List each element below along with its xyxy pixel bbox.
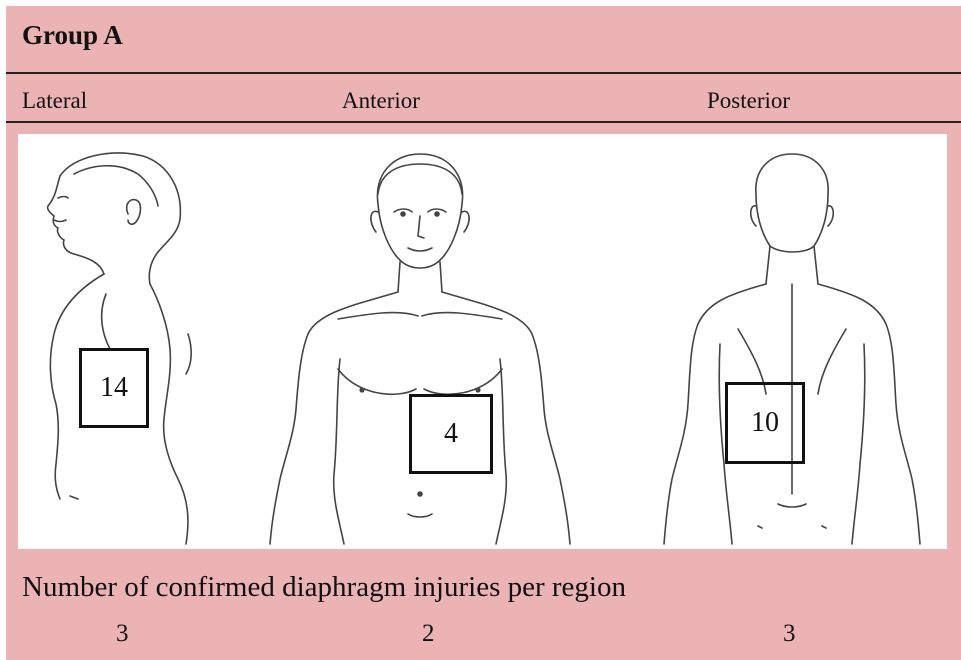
group-panel: Group A Lateral Anterior Posterior (6, 6, 961, 660)
anterior-region-count: 4 (409, 394, 493, 474)
header-divider (6, 121, 961, 123)
confirmed-count-anterior: 2 (422, 620, 435, 648)
posterior-region-count: 10 (725, 382, 805, 464)
view-label-anterior: Anterior (342, 88, 420, 114)
confirmed-count-posterior: 3 (783, 620, 796, 648)
body-illustration-area: 14 4 10 (18, 134, 947, 549)
title-divider (6, 72, 961, 74)
view-label-lateral: Lateral (22, 88, 87, 114)
anterior-body-outline (270, 154, 570, 544)
body-diagrams (18, 134, 947, 549)
figure-caption: Number of confirmed diaphragm injuries p… (22, 571, 626, 604)
confirmed-count-lateral: 3 (116, 620, 129, 648)
view-label-posterior: Posterior (707, 88, 790, 114)
lateral-region-count: 14 (79, 348, 149, 428)
posterior-body-outline (664, 154, 920, 544)
group-title: Group A (22, 20, 123, 51)
